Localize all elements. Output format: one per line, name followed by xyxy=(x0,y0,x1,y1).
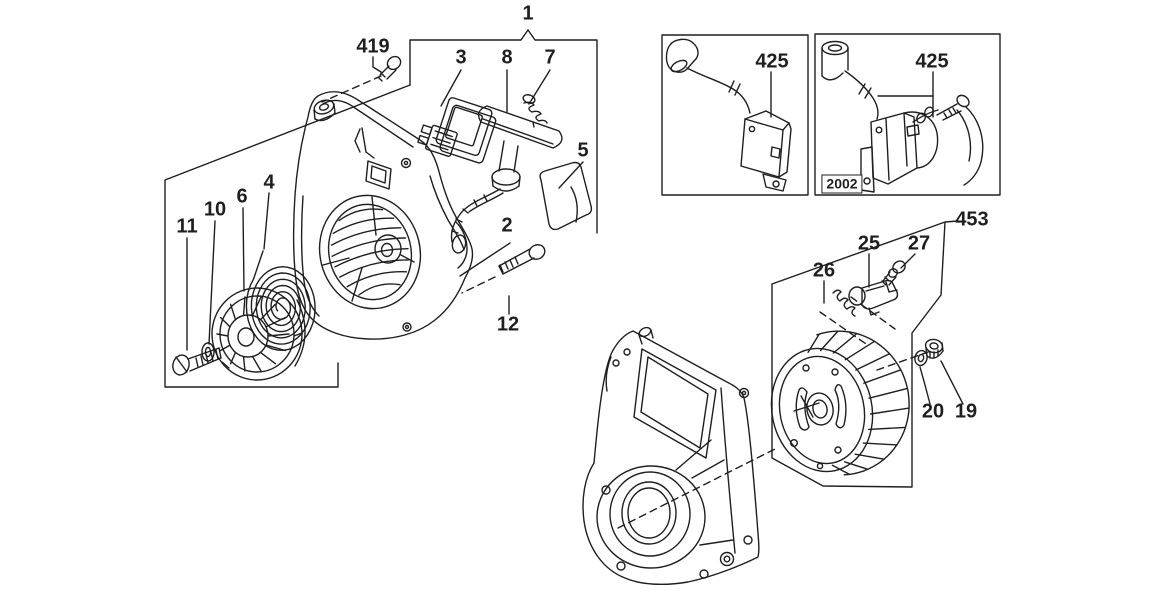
part-callout-3: 3 xyxy=(455,46,467,69)
clip-plate-drawing xyxy=(417,97,497,164)
ignition-inset-boxes xyxy=(661,33,1001,196)
part-callout-6: 6 xyxy=(236,185,248,208)
part-callout-25: 25 xyxy=(857,232,881,255)
leader-lines xyxy=(186,56,964,405)
rope-rotor-drawing xyxy=(211,287,306,381)
ignition-module-drawing-left xyxy=(665,38,792,192)
part-callout-11: 11 xyxy=(176,215,198,238)
part-callout-2: 2 xyxy=(501,214,513,237)
pawl-kit-drawing xyxy=(832,260,906,317)
starter-grip-drawing xyxy=(477,105,563,192)
model-badge-2002: 2002 xyxy=(821,174,863,194)
part-callout-20: 20 xyxy=(921,400,945,423)
part-callout-4: 4 xyxy=(263,171,275,194)
rewind-spring-drawing xyxy=(245,250,316,351)
part-callout-19: 19 xyxy=(954,400,978,423)
fan-housing-drawing xyxy=(582,326,760,585)
part-callout-12: 12 xyxy=(496,313,520,336)
part-callout-453: 453 xyxy=(955,208,989,231)
assembly-bracket-1 xyxy=(164,29,598,388)
ignition-module-drawing-right xyxy=(821,40,984,193)
flywheel-kit-box-453 xyxy=(771,220,959,488)
part-callout-425-right: 425 xyxy=(915,50,949,73)
part-callout-10: 10 xyxy=(203,198,227,221)
small-spring-screw-drawing xyxy=(522,94,548,128)
bolt-drawing-12 xyxy=(498,244,546,275)
screw-drawing-419 xyxy=(377,55,402,82)
part-callout-1: 1 xyxy=(522,2,534,25)
starter-housing-drawing xyxy=(292,91,474,340)
part-callout-8: 8 xyxy=(501,46,513,69)
part-callout-7: 7 xyxy=(544,46,556,69)
starter-rope-drawing xyxy=(450,188,504,243)
cover-plate-drawing xyxy=(539,161,593,231)
screw-washer-drawing xyxy=(172,342,222,376)
washer-nut-drawing xyxy=(914,338,944,367)
part-callout-26: 26 xyxy=(812,259,836,282)
part-callout-425-left: 425 xyxy=(755,50,789,73)
part-callout-5: 5 xyxy=(577,139,589,162)
flywheel-fins-drawing xyxy=(807,330,910,476)
spark-plug-boot-drawing xyxy=(821,40,849,56)
part-callout-27: 27 xyxy=(907,232,931,255)
flywheel-drawing xyxy=(770,347,874,473)
part-callout-419: 419 xyxy=(356,35,390,58)
starter-housing-vent-grille xyxy=(330,208,410,296)
spark-plug-boot-drawing xyxy=(665,38,699,73)
